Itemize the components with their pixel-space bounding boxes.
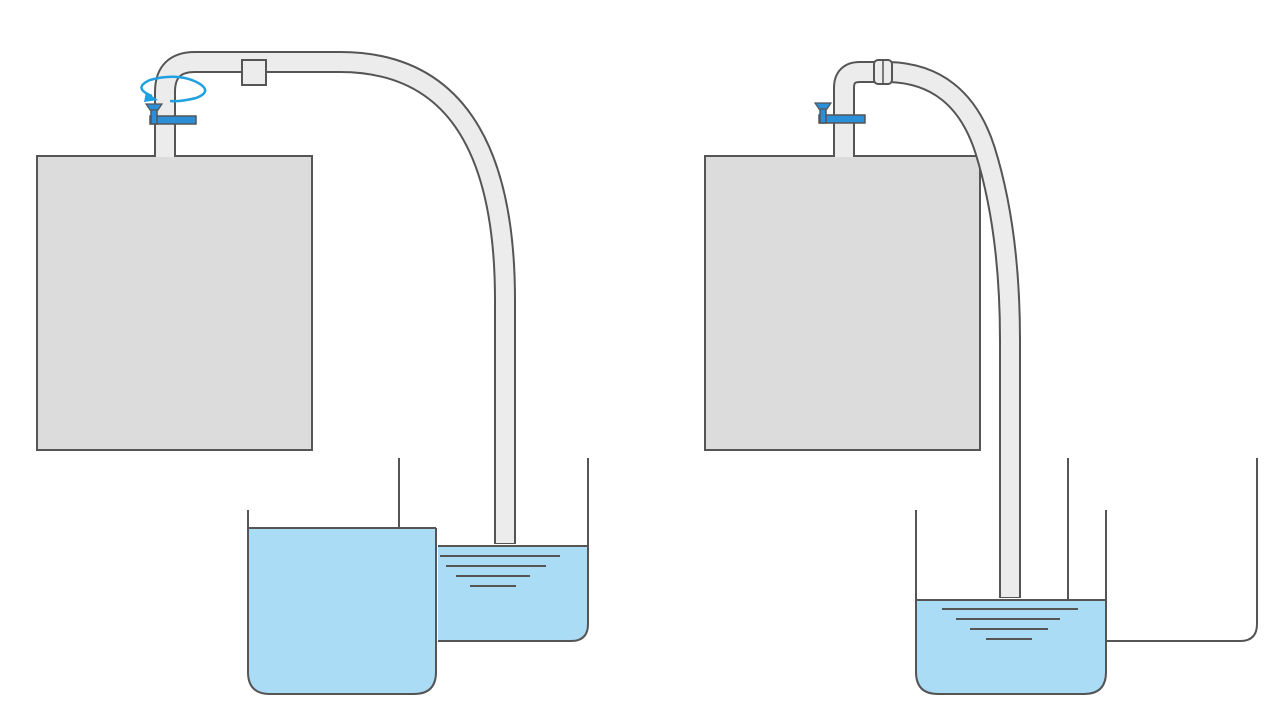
left-big-vessel-water: [248, 528, 436, 694]
left-pipe-coupling: [241, 59, 267, 86]
valve-icon: [813, 102, 866, 124]
right-pipe-coupling: [873, 59, 893, 85]
right-vessel: [915, 510, 1107, 695]
left-tank: [36, 155, 313, 451]
left-pipe-inner: [156, 53, 514, 543]
right-pipe-inner: [835, 63, 1019, 597]
left-panel: [36, 51, 589, 695]
valve-icon: [144, 103, 197, 125]
right-tank: [704, 155, 981, 451]
left-small-vessel: [438, 458, 589, 642]
left-big-vessel: [247, 510, 437, 695]
right-outer-container: [1067, 458, 1258, 642]
right-vessel-water: [916, 600, 1106, 694]
right-panel: [704, 59, 1258, 695]
rotate-arrow-icon: [140, 75, 207, 103]
left-small-vessel-water: [438, 546, 588, 641]
